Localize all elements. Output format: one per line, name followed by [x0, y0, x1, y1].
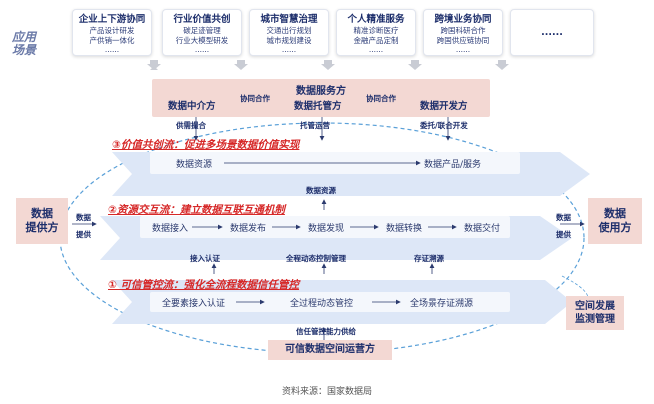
scenario-connector: [234, 60, 248, 70]
scenario-title: ......: [541, 26, 563, 38]
service-title: 数据服务方: [296, 86, 346, 97]
resource-step: 数据发现: [308, 224, 345, 234]
coop-label: 协同合作: [240, 94, 270, 103]
trust-step: 全场景存证溯源: [410, 299, 474, 309]
scenario-line: 交通出行规划: [266, 26, 312, 35]
user-arrow-line: 数据: [556, 213, 571, 222]
provider-arrow-line: 数据: [76, 213, 91, 222]
monitor-line: 空间发展: [575, 301, 615, 312]
value-flow-label: ③价值共创流：促进多场景数据价值实现: [112, 139, 300, 151]
provider-line: 提供方: [25, 221, 59, 234]
trust-flow-label: ① 可信管控流：强化全流程数据信任管控: [108, 279, 300, 291]
operator-label: 可信数据空间运营方: [285, 344, 375, 355]
provider-line: 数据: [31, 207, 53, 220]
scenario-line: 跨国供应链协同: [436, 35, 490, 45]
user-arrow-line: 提供: [556, 230, 571, 239]
operator-box: 可信数据空间运营方: [268, 340, 392, 360]
scenario-card: 城市智慧治理 交通出行规划 城市规划建设 ......: [249, 9, 329, 56]
scenario-line: 碳足迹管理: [183, 26, 221, 35]
monitor-box: 空间发展 监测管理: [566, 296, 624, 330]
trust-below-label: 信任管控能力供给: [296, 327, 356, 336]
scenario-card: 企业上下游协同 产品设计研发 产供销一体化 ......: [72, 9, 152, 56]
resource-below-label: 存证溯源: [414, 254, 444, 263]
service-node-developer: 数据开发方: [420, 101, 468, 112]
scenario-line: 产供销一体化: [89, 35, 135, 45]
resource-flow-label: ②资源交互流：建立数据互联互通机制: [108, 204, 285, 216]
scenario-card: 个人精准服务 精准诊断医疗 金融产品定制 ......: [336, 9, 416, 56]
scenario-title: 个人精准服务: [347, 14, 405, 25]
service-node-intermediary: 数据中介方: [168, 101, 216, 112]
user-box: 数据 使用方: [588, 198, 642, 244]
scenario-connector: [321, 60, 335, 70]
scenario-line: ......: [455, 45, 471, 54]
service-below-label: 托管运营: [300, 121, 330, 130]
scenario-connector: [147, 60, 161, 70]
scenario-line: 产品设计研发: [89, 26, 135, 35]
scenario-label-line: 应用: [11, 30, 36, 44]
scenario-line: ......: [194, 45, 210, 54]
provider-box: 数据 提供方: [16, 198, 68, 244]
resource-step: 数据交付: [464, 224, 501, 234]
scenario-connector: [150, 66, 158, 70]
resource-flow-capsule: [140, 216, 510, 238]
scenario-label-line: 场景: [11, 43, 36, 57]
scenario-connector: [408, 60, 422, 70]
scenario-line: ......: [104, 45, 120, 54]
scenario-card: 跨境业务协同 跨国科研合作 跨国供应链协同 ......: [423, 9, 503, 56]
scenario-title: 城市智慧治理: [260, 14, 318, 25]
resource-step: 数据发布: [230, 224, 267, 234]
user-line: 使用方: [598, 221, 632, 234]
source-caption: 资料来源：国家数据局: [281, 387, 372, 397]
trust-step: 全过程动态管控: [290, 299, 354, 309]
scenario-title: 企业上下游协同: [78, 14, 146, 25]
scenario-line: ......: [368, 45, 384, 54]
value-flow-source: 数据资源: [176, 160, 213, 170]
trust-step: 全要素接入认证: [162, 299, 226, 309]
scenario-line: 城市规划建设: [266, 35, 312, 45]
scenario-line: 金融产品定制: [353, 35, 399, 45]
scenario-line: ......: [281, 45, 297, 54]
value-flow-output: 数据产品/服务: [424, 160, 482, 170]
provider-arrow-label: 数据 提供: [76, 212, 91, 240]
scenario-label: 应用 场景: [10, 14, 38, 74]
value-flow-below: 数据资源: [306, 186, 336, 195]
trust-flow-capsule: [150, 292, 510, 312]
user-arrow-label: 数据 提供: [556, 212, 571, 240]
scenario-title: 跨境业务协同: [434, 14, 492, 25]
service-below-label: 供需撮合: [176, 121, 206, 130]
coop-label: 协同合作: [366, 94, 396, 103]
scenario-card: ......: [510, 9, 594, 56]
resource-step: 数据转换: [386, 224, 423, 234]
resource-step: 数据接入: [152, 224, 189, 234]
scenario-card: 行业价值共创 碳足迹管理 行业大模型研发 ......: [162, 9, 242, 56]
user-line: 数据: [604, 207, 626, 220]
data-service-bar: [152, 79, 490, 117]
resource-below-label: 接入认证: [190, 254, 220, 263]
scenario-line: 精准诊断医疗: [353, 26, 399, 35]
service-below-label: 委托/联合开发: [420, 121, 468, 130]
monitor-line: 监测管理: [575, 314, 615, 325]
service-node-custodian: 数据托管方: [294, 101, 342, 112]
scenario-line: 跨国科研合作: [440, 26, 486, 35]
scenario-line: 行业大模型研发: [175, 35, 229, 45]
resource-below-label: 全程动态控制管理: [286, 254, 346, 263]
scenario-connector: [495, 60, 509, 70]
provider-arrow-line: 提供: [76, 230, 91, 239]
trusted-space-ellipse: [59, 122, 585, 354]
scenario-title: 行业价值共创: [173, 14, 231, 25]
